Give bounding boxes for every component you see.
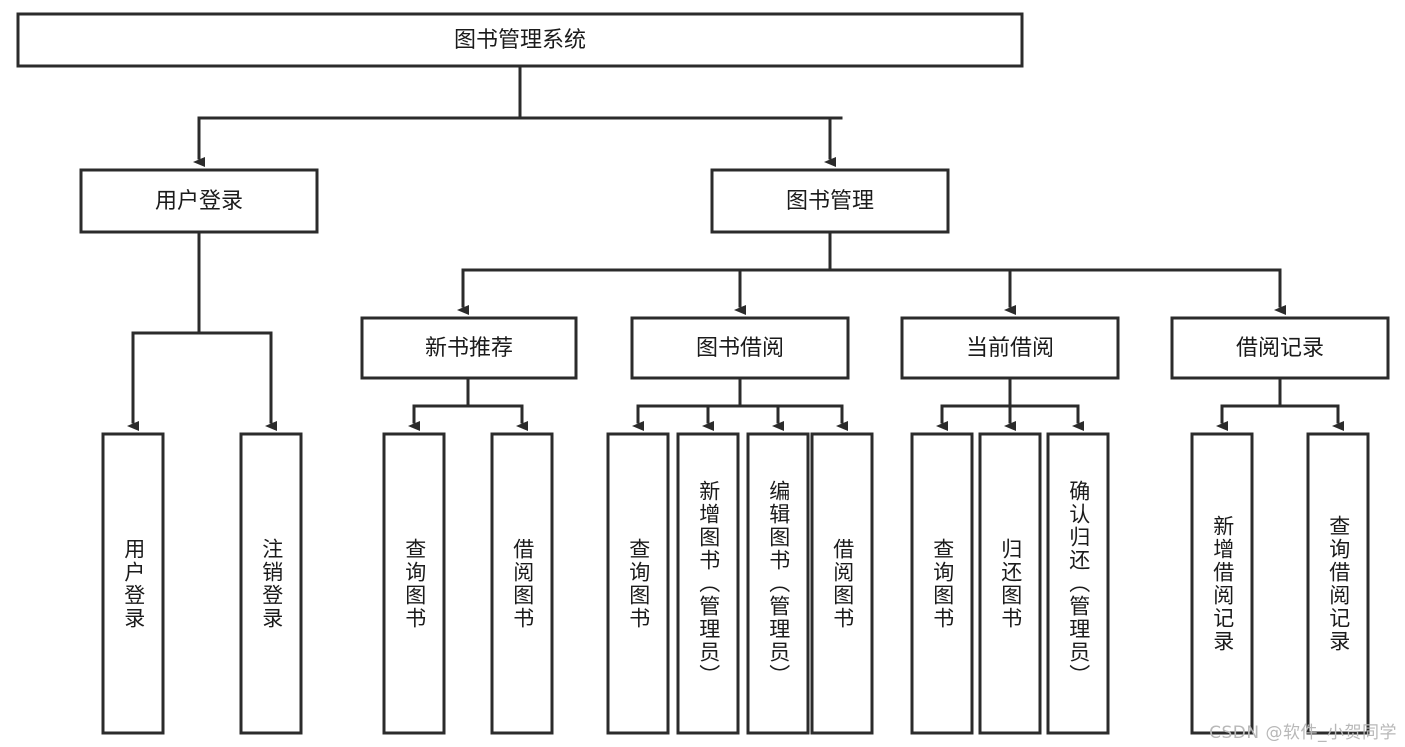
leaf-box-query-book-b[interactable] bbox=[606, 432, 670, 735]
connectors-bookmgmt-to-level3 bbox=[457, 230, 1286, 315]
node-book-borrow-label: 图书借阅 bbox=[696, 336, 784, 361]
leaf-box-add-record[interactable] bbox=[1190, 432, 1254, 735]
node-book-management-box[interactable] bbox=[710, 168, 950, 234]
node-user-login-label: 用户登录 bbox=[155, 189, 243, 214]
leaf-box-user-login[interactable] bbox=[101, 432, 165, 735]
leaf-box-query-book-c[interactable] bbox=[910, 432, 974, 735]
leaf-box-return-book[interactable] bbox=[978, 432, 1042, 735]
node-root[interactable]: 图书管理系统 bbox=[16, 12, 1024, 68]
node-current-borrow[interactable]: 当前借阅 bbox=[900, 316, 1120, 380]
leaf-box-edit-book[interactable] bbox=[746, 432, 810, 735]
leaf-box-borrow-book-a[interactable] bbox=[490, 432, 554, 735]
node-current-borrow-label: 当前借阅 bbox=[966, 336, 1054, 361]
connectors-currentborrow-to-leaves bbox=[936, 376, 1084, 431]
leaf-box-add-book[interactable] bbox=[676, 432, 740, 735]
node-borrow-record-box[interactable] bbox=[1170, 316, 1390, 380]
connectors-bookborrow-to-leaves bbox=[632, 376, 848, 431]
node-root-label: 图书管理系统 bbox=[454, 28, 586, 53]
leaf-box-query-record[interactable] bbox=[1306, 432, 1370, 735]
connectors-borrowrecord-to-leaves bbox=[1216, 376, 1344, 431]
node-current-borrow-box[interactable] bbox=[900, 316, 1120, 380]
node-new-book-recommend-label: 新书推荐 bbox=[425, 336, 513, 361]
node-new-book-recommend[interactable]: 新书推荐 bbox=[360, 316, 578, 380]
connectors-newbookrec-to-leaves bbox=[408, 376, 528, 431]
node-book-management[interactable]: 图书管理 bbox=[710, 168, 950, 234]
node-root-box[interactable] bbox=[16, 12, 1024, 68]
node-book-borrow-box[interactable] bbox=[630, 316, 850, 380]
node-book-borrow[interactable]: 图书借阅 bbox=[630, 316, 850, 380]
leaf-box-query-book-a[interactable] bbox=[382, 432, 446, 735]
csdn-watermark: CSDN @软件_小贺同学 bbox=[1209, 723, 1397, 743]
connectors-root-to-level2 bbox=[193, 64, 843, 167]
leaf-box-confirm-return[interactable] bbox=[1046, 432, 1110, 735]
leaf-box-borrow-book-b[interactable] bbox=[810, 432, 874, 735]
node-borrow-record[interactable]: 借阅记录 bbox=[1170, 316, 1390, 380]
node-book-management-label: 图书管理 bbox=[786, 189, 874, 214]
node-new-book-recommend-box[interactable] bbox=[360, 316, 578, 380]
node-borrow-record-label: 借阅记录 bbox=[1236, 336, 1324, 361]
node-user-login[interactable]: 用户登录 bbox=[79, 168, 319, 234]
connectors-userlogin-to-leaves bbox=[127, 230, 277, 431]
leaf-box-logout[interactable] bbox=[239, 432, 303, 735]
node-user-login-box[interactable] bbox=[79, 168, 319, 234]
